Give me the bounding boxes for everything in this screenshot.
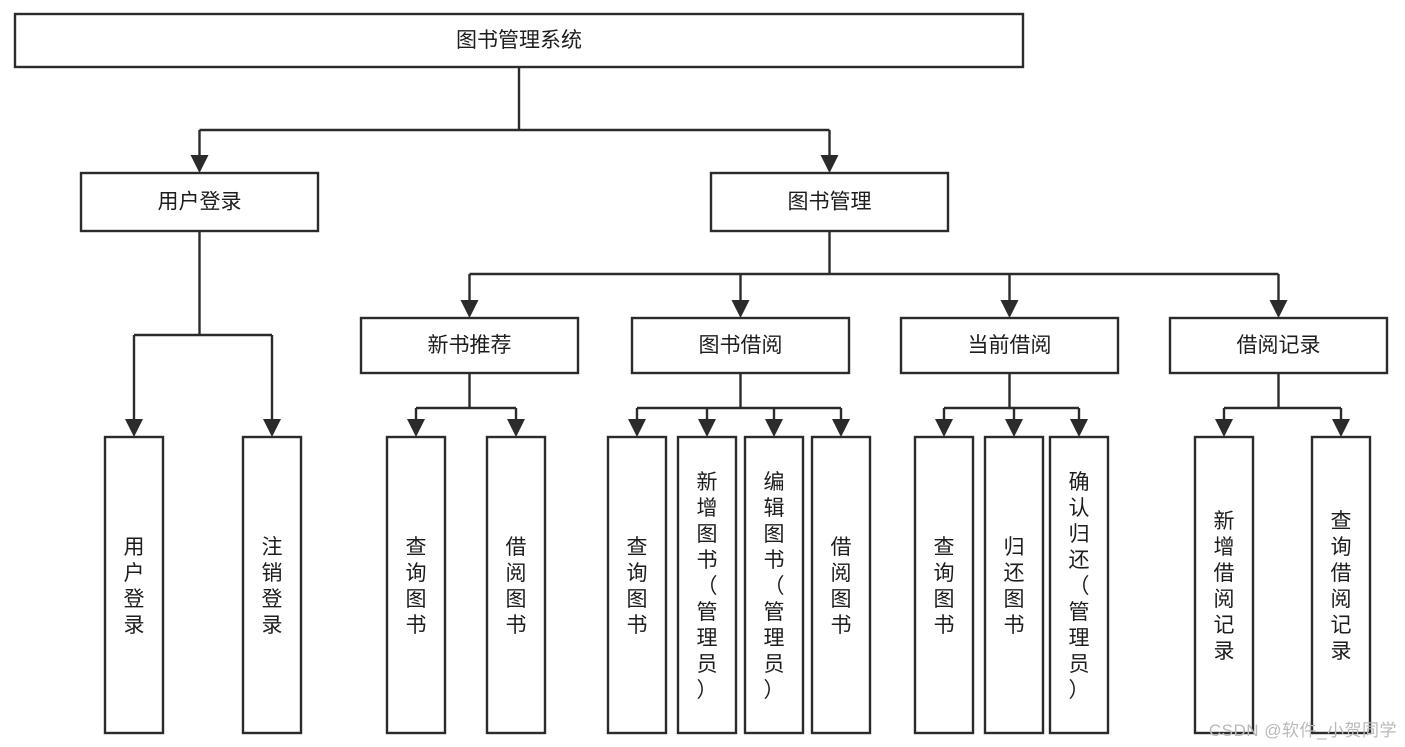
- arrow-head-icon: [628, 419, 646, 437]
- node-leaf-confirm-return-label: 确认归还（管理员）: [1069, 471, 1090, 702]
- node-leaf-borrow-book-2-label: 借阅图书: [831, 536, 852, 637]
- node-current-borrow-box[interactable]: [899, 316, 1120, 375]
- node-leaf-user-login-box[interactable]: [103, 435, 165, 735]
- node-leaf-add-book-box[interactable]: [676, 435, 738, 735]
- node-user-login[interactable]: 用户登录: [79, 171, 320, 233]
- connector-borrow-record: [1215, 373, 1350, 437]
- connector-layer: [125, 67, 1350, 437]
- arrow-head-icon: [1332, 419, 1350, 437]
- node-book-borrow-label: 图书借阅: [699, 334, 783, 357]
- arrow-head-icon: [765, 419, 783, 437]
- node-leaf-user-logout-label: 注销登录: [262, 536, 283, 637]
- node-leaf-query-book-2-box[interactable]: [606, 435, 668, 735]
- node-root-box[interactable]: [13, 12, 1025, 69]
- connector-book-manage: [460, 231, 1288, 318]
- node-leaf-borrow-book-2[interactable]: 借阅图书: [810, 435, 872, 735]
- arrow-head-icon: [820, 155, 839, 173]
- arrow-head-icon: [190, 155, 209, 173]
- node-root-label: 图书管理系统: [456, 29, 582, 52]
- node-user-login-label: 用户登录: [158, 191, 242, 214]
- node-book-manage-label: 图书管理: [788, 191, 872, 214]
- node-leaf-user-logout-box[interactable]: [241, 435, 303, 735]
- node-leaf-return-book[interactable]: 归还图书: [983, 435, 1045, 735]
- node-leaf-borrow-book-1[interactable]: 借阅图书: [485, 435, 547, 735]
- arrow-head-icon: [731, 300, 750, 318]
- node-leaf-add-book-label: 新增图书（管理员）: [697, 471, 718, 702]
- node-leaf-confirm-return[interactable]: 确认归还（管理员）: [1048, 435, 1110, 735]
- node-leaf-confirm-return-box[interactable]: [1048, 435, 1110, 735]
- node-leaf-user-login[interactable]: 用户登录: [103, 435, 165, 735]
- node-new-book-recommend-label: 新书推荐: [428, 334, 512, 357]
- connector-user-login: [125, 231, 281, 437]
- node-user-login-box[interactable]: [79, 171, 320, 233]
- node-leaf-user-logout[interactable]: 注销登录: [241, 435, 303, 735]
- node-leaf-add-record-label: 新增借阅记录: [1214, 510, 1235, 663]
- node-leaf-query-book-3[interactable]: 查询图书: [913, 435, 975, 735]
- node-leaf-borrow-book-2-box[interactable]: [810, 435, 872, 735]
- arrow-head-icon: [460, 300, 479, 318]
- node-leaf-query-book-1[interactable]: 查询图书: [385, 435, 447, 735]
- node-new-book-recommend[interactable]: 新书推荐: [359, 316, 580, 375]
- node-borrow-record-box[interactable]: [1168, 316, 1389, 375]
- connector-current-borrow: [935, 373, 1088, 437]
- arrow-head-icon: [832, 419, 850, 437]
- node-book-manage-box[interactable]: [709, 171, 950, 233]
- arrow-head-icon: [698, 419, 716, 437]
- node-new-book-recommend-box[interactable]: [359, 316, 580, 375]
- node-leaf-query-book-3-box[interactable]: [913, 435, 975, 735]
- node-leaf-add-record[interactable]: 新增借阅记录: [1193, 435, 1255, 735]
- connector-root: [190, 67, 839, 173]
- connector-book-borrow: [628, 373, 850, 437]
- node-root[interactable]: 图书管理系统: [13, 12, 1025, 69]
- node-leaf-user-login-label: 用户登录: [124, 536, 145, 637]
- arrow-head-icon: [1215, 419, 1233, 437]
- node-current-borrow-label: 当前借阅: [968, 334, 1052, 357]
- arrow-head-icon: [1005, 419, 1023, 437]
- node-book-borrow-box[interactable]: [630, 316, 851, 375]
- node-leaf-query-record-label: 查询借阅记录: [1331, 510, 1352, 663]
- node-leaf-add-record-box[interactable]: [1193, 435, 1255, 735]
- node-leaf-query-record[interactable]: 查询借阅记录: [1310, 435, 1372, 735]
- node-borrow-record-label: 借阅记录: [1237, 334, 1321, 357]
- node-book-manage[interactable]: 图书管理: [709, 171, 950, 233]
- arrow-head-icon: [935, 419, 953, 437]
- arrow-head-icon: [1269, 300, 1288, 318]
- node-layer: 图书管理系统用户登录图书管理新书推荐图书借阅当前借阅借阅记录用户登录注销登录查询…: [13, 12, 1389, 735]
- node-leaf-query-book-1-label: 查询图书: [406, 536, 427, 637]
- node-leaf-edit-book-box[interactable]: [743, 435, 805, 735]
- arrow-head-icon: [1000, 300, 1019, 318]
- node-leaf-query-book-2[interactable]: 查询图书: [606, 435, 668, 735]
- node-leaf-return-book-box[interactable]: [983, 435, 1045, 735]
- node-leaf-query-book-1-box[interactable]: [385, 435, 447, 735]
- arrow-head-icon: [407, 419, 425, 437]
- node-borrow-record[interactable]: 借阅记录: [1168, 316, 1389, 375]
- arrow-head-icon: [125, 419, 143, 437]
- node-leaf-borrow-book-1-box[interactable]: [485, 435, 547, 735]
- node-book-borrow[interactable]: 图书借阅: [630, 316, 851, 375]
- node-leaf-edit-book[interactable]: 编辑图书（管理员）: [743, 435, 805, 735]
- node-leaf-edit-book-label: 编辑图书（管理员）: [764, 471, 785, 702]
- arrow-head-icon: [1070, 419, 1088, 437]
- node-leaf-return-book-label: 归还图书: [1004, 536, 1025, 637]
- node-leaf-query-record-box[interactable]: [1310, 435, 1372, 735]
- arrow-head-icon: [507, 419, 525, 437]
- arrow-head-icon: [263, 419, 281, 437]
- node-leaf-query-book-3-label: 查询图书: [934, 536, 955, 637]
- connector-new-book-recommend: [407, 373, 525, 437]
- node-current-borrow[interactable]: 当前借阅: [899, 316, 1120, 375]
- node-leaf-borrow-book-1-label: 借阅图书: [506, 536, 527, 637]
- csdn-watermark: CSDN @软件_小贺同学: [1208, 721, 1397, 740]
- node-leaf-add-book[interactable]: 新增图书（管理员）: [676, 435, 738, 735]
- node-leaf-query-book-2-label: 查询图书: [627, 536, 648, 637]
